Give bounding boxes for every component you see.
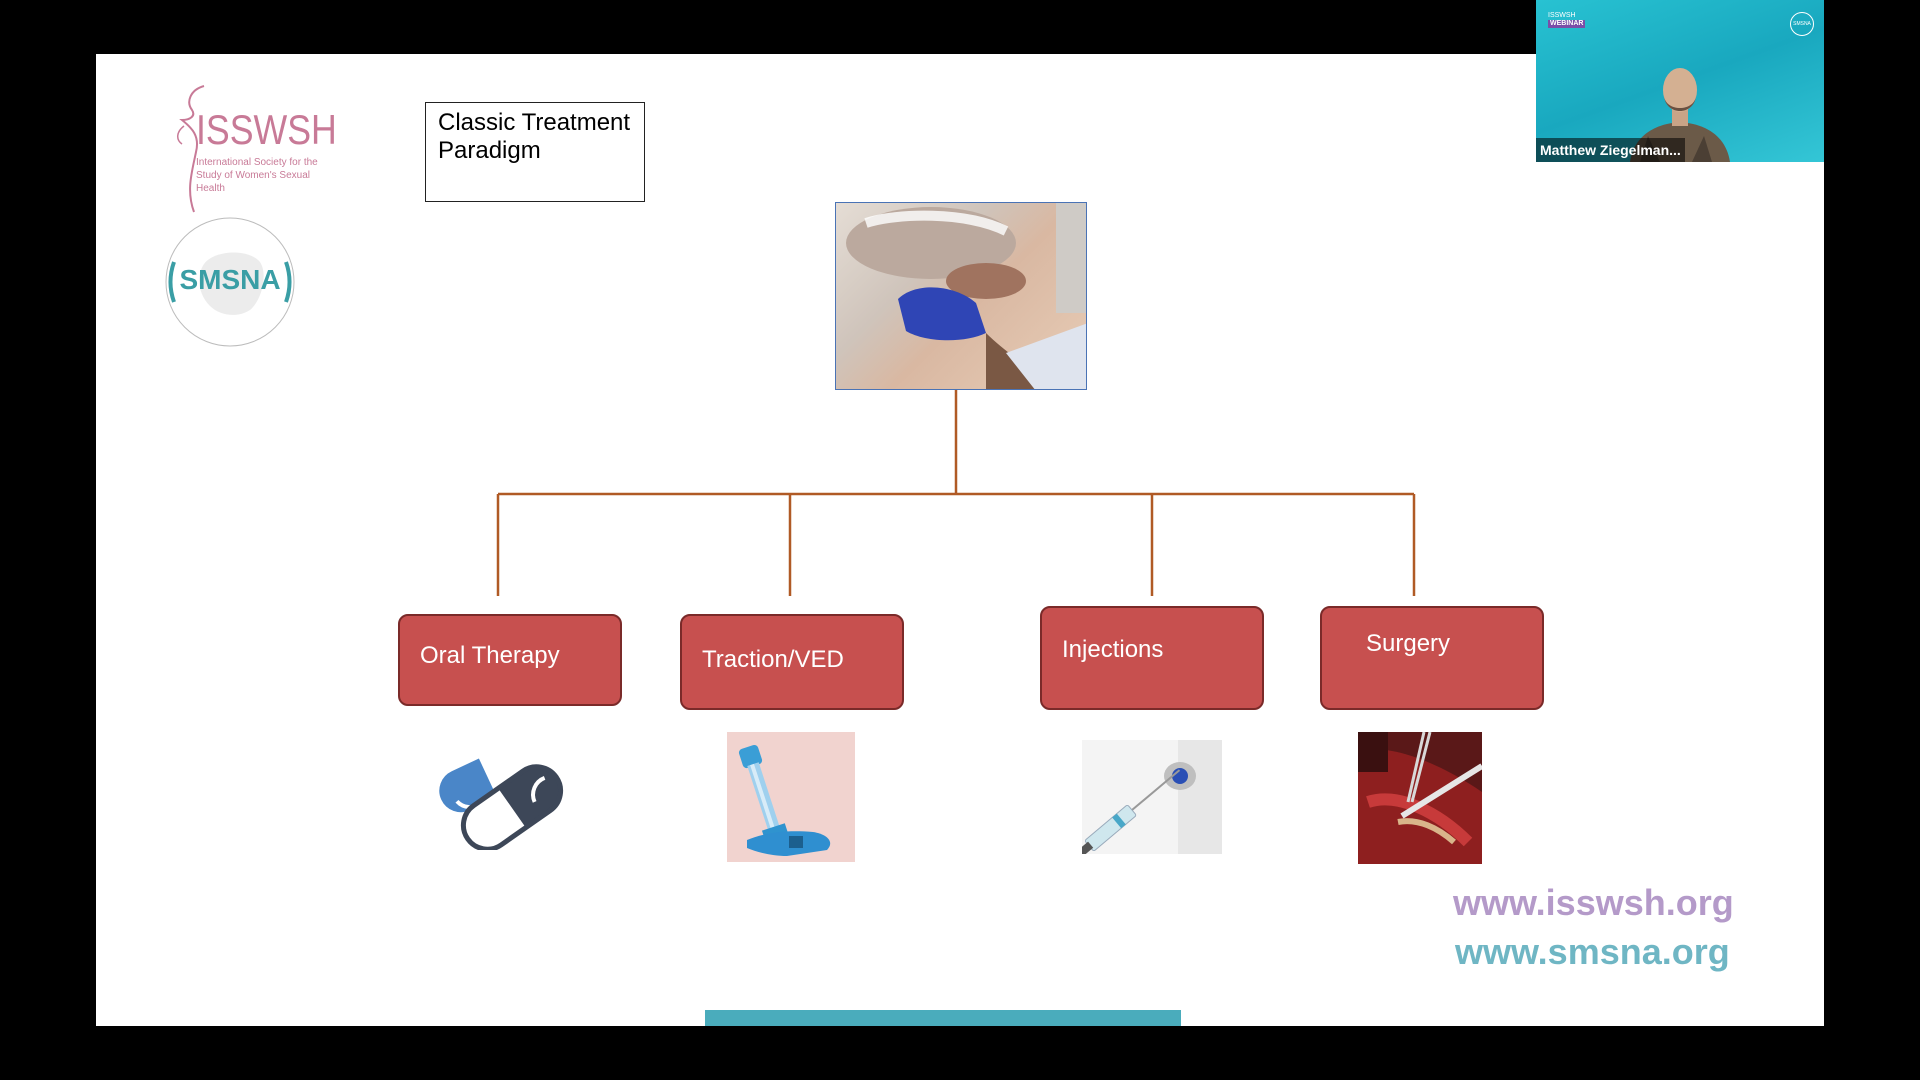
branch-injections: Injections (1040, 606, 1264, 710)
smsna-corner-logo: SMSNA (1790, 12, 1814, 36)
tree-connectors (496, 390, 1416, 596)
smsna-ring-icon (165, 217, 295, 347)
smsna-url: www.smsna.org (1455, 931, 1730, 972)
branch-surgery: Surgery (1320, 606, 1544, 710)
smsna-logo: SMSNA (162, 214, 298, 350)
presentation-slide: ISSWSH International Society for the Stu… (96, 54, 1824, 1026)
isswsh-figure-icon (146, 80, 206, 224)
surgical-field-icon (1358, 732, 1482, 864)
syringe-vial-icon (1082, 740, 1222, 854)
slide-accent-bar (705, 1010, 1181, 1026)
isswsh-logo-text: ISSWSH (196, 106, 337, 153)
pill-capsule-icon (432, 734, 572, 850)
branch-oral-therapy: Oral Therapy (398, 614, 622, 706)
participant-name-label: Matthew Ziegelman... (1536, 138, 1685, 162)
slide-title-box: Classic Treatment Paradigm (425, 102, 645, 202)
isswsh-logo-subtitle: International Society for the Study of W… (196, 157, 318, 194)
smsna-logo-text: SMSNA (179, 264, 281, 295)
isswsh-url: www.isswsh.org (1453, 882, 1734, 923)
branch-traction-ved: Traction/VED (680, 614, 904, 710)
clinical-examination-photo (835, 202, 1087, 390)
traction-device-icon (727, 732, 855, 862)
